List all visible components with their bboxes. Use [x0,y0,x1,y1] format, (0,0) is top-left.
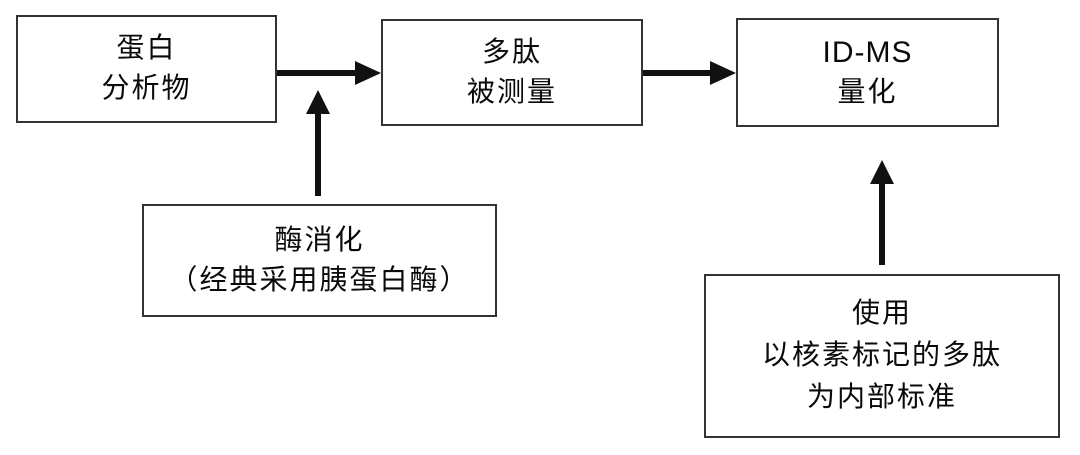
arrow-standard-up-shaft [879,182,885,265]
arrow-digestion-up-shaft [315,112,321,196]
node-protein-analyte: 蛋白 分析物 [16,15,277,123]
node-peptide-measurand: 多肽 被测量 [381,19,643,126]
arrow-digestion-up-head-icon [306,90,330,114]
node-protein-analyte-line1: 蛋白 [116,33,177,64]
node-enzymatic-digestion-line1: 酶消化 [274,224,365,256]
arrow-peptide-to-idms-head-icon [710,61,736,85]
node-enzymatic-digestion-line2: （经典采用胰蛋白酶） [169,264,470,296]
node-internal-standard-line3: 为内部标准 [806,382,957,413]
node-peptide-measurand-line2: 被测量 [466,76,557,108]
arrow-protein-to-peptide-shaft [277,70,357,76]
node-idms-quantification-line2: 量化 [837,76,898,108]
node-peptide-measurand-line1: 多肽 [481,36,542,68]
node-enzymatic-digestion: 酶消化 （经典采用胰蛋白酶） [142,204,497,317]
node-internal-standard-line1: 使用 [851,298,912,329]
node-protein-analyte-line2: 分析物 [101,73,192,104]
node-internal-standard: 使用 以核素标记的多肽 为内部标准 [704,274,1060,438]
arrow-peptide-to-idms-shaft [643,70,712,76]
arrow-protein-to-peptide-head-icon [355,61,381,85]
node-internal-standard-line2: 以核素标记的多肽 [761,340,1002,371]
node-idms-quantification: ID-MS 量化 [736,18,999,127]
arrow-standard-up-head-icon [870,160,894,184]
node-idms-quantification-line1: ID-MS [822,35,913,69]
